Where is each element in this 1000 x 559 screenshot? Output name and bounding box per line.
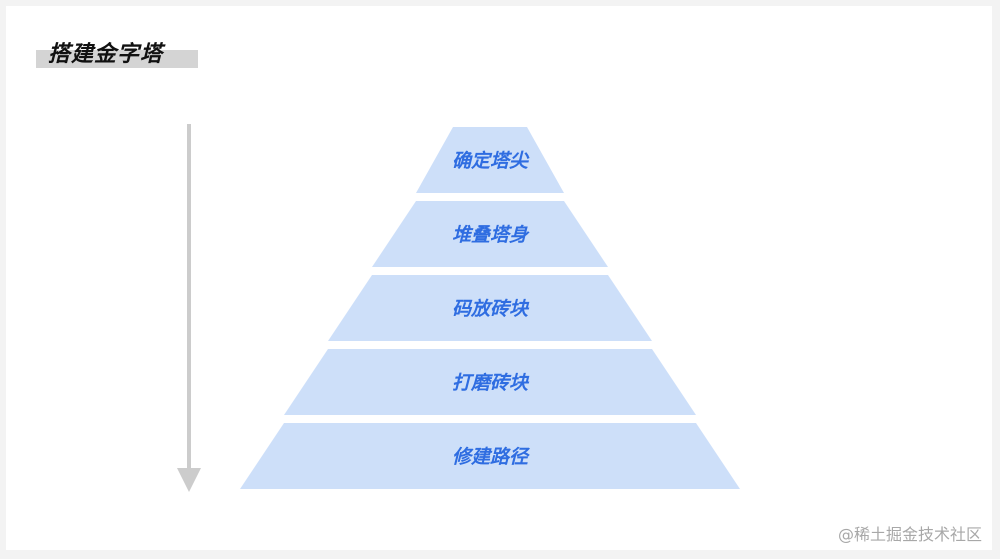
pyramid-layer-label-3: 码放砖块 <box>452 298 530 320</box>
watermark: @稀土掘金技术社区 <box>837 525 982 544</box>
pyramid-layer-2 <box>372 201 608 267</box>
pyramid-layer-4 <box>284 349 696 415</box>
pyramid-layer-label-2: 堆叠塔身 <box>452 224 530 246</box>
arrow-head <box>177 468 201 492</box>
pyramid-layer-1 <box>416 127 564 193</box>
diagram-title: 搭建金字塔 <box>48 42 164 67</box>
title-block: 搭建金字塔 <box>36 40 198 70</box>
pyramid-layer-3 <box>328 275 652 341</box>
arrow-shaft <box>187 124 191 470</box>
pyramid-layer-label-4: 打磨砖块 <box>452 372 530 394</box>
pyramid-layer-label-1: 确定塔尖 <box>452 150 530 172</box>
pyramid-layer-5 <box>240 423 740 489</box>
title-highlight <box>36 50 198 68</box>
pyramid-layer-label-5: 修建路径 <box>452 446 530 468</box>
down-arrow-icon <box>177 124 201 492</box>
